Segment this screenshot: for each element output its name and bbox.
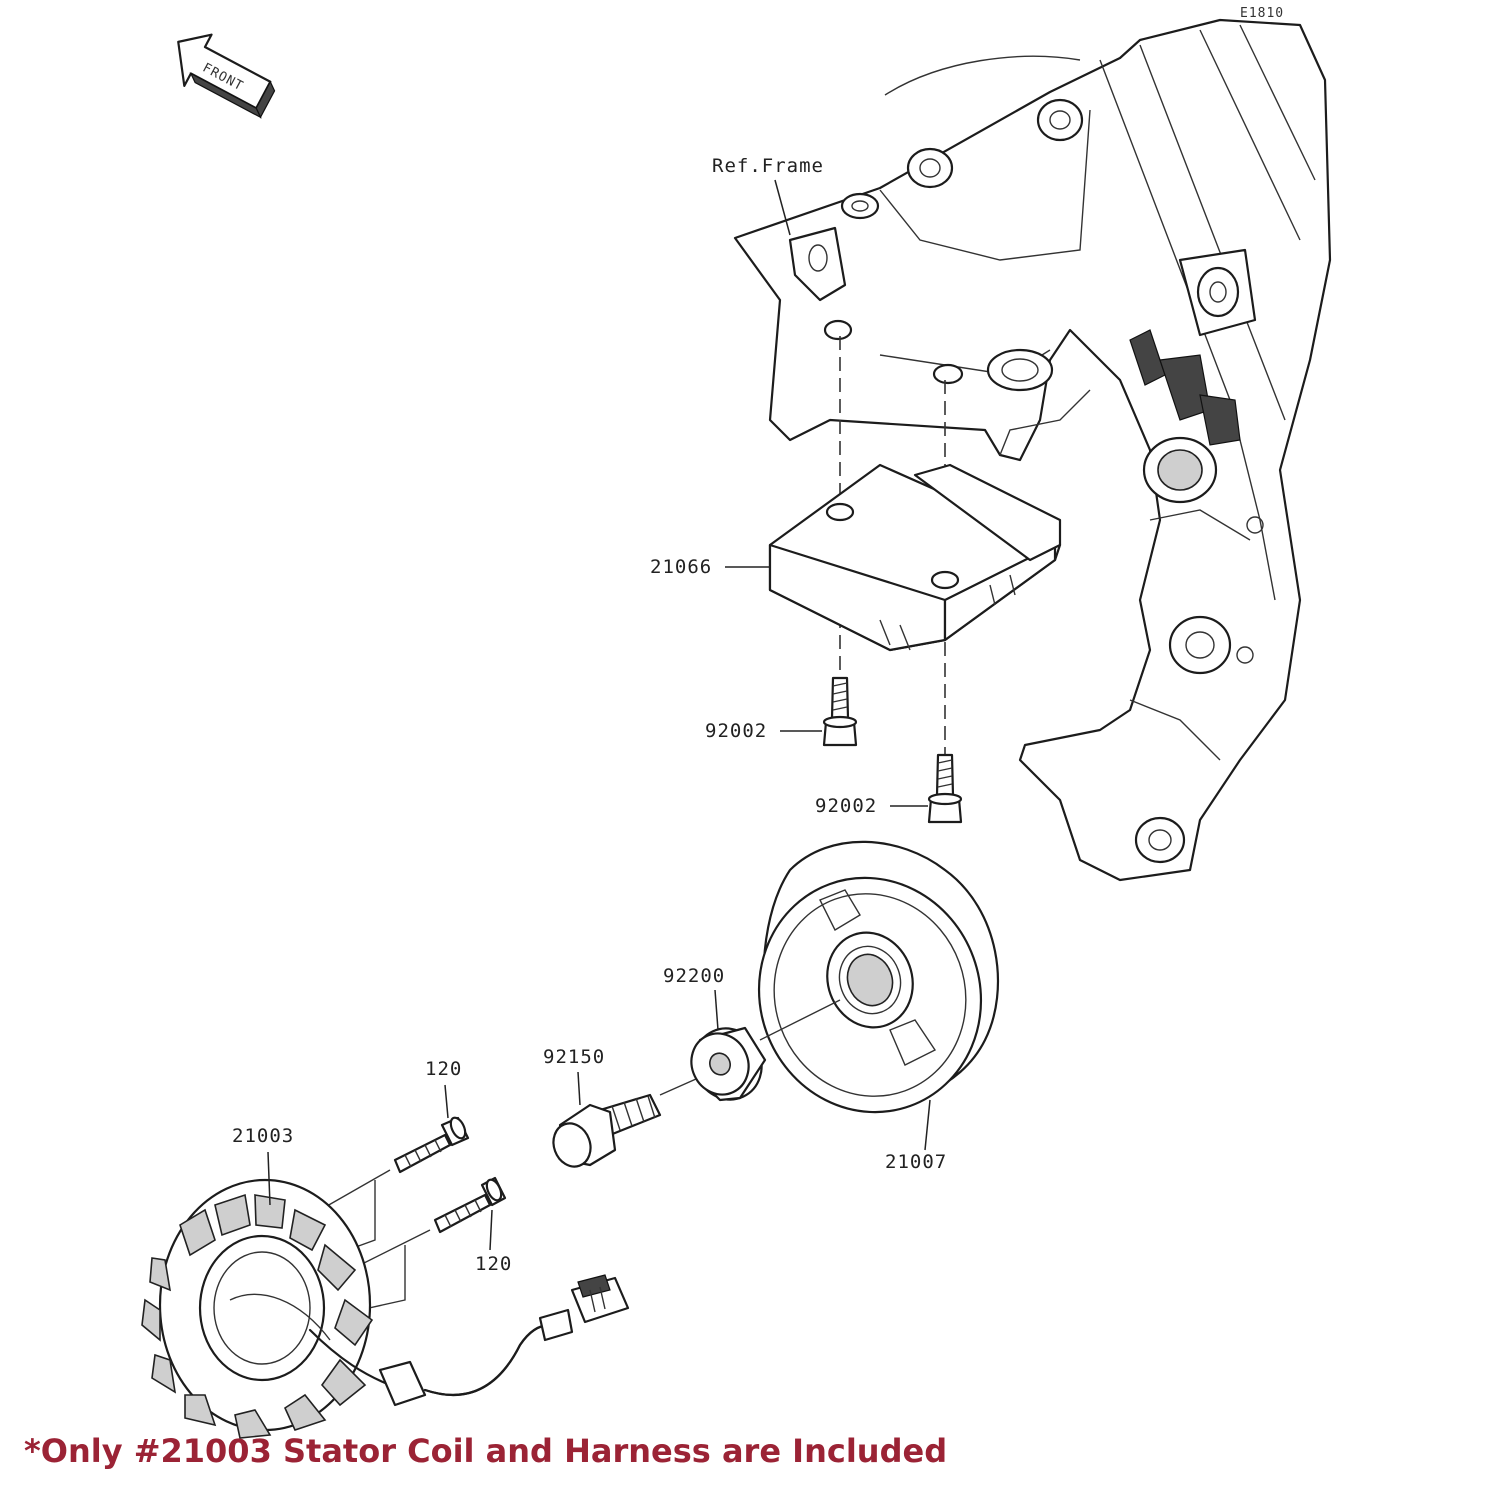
label-92200: 92200 (663, 965, 725, 987)
label-21066: 21066 (650, 556, 712, 578)
washer-part: 92200 (663, 965, 767, 1102)
frame: Ref.Frame (712, 18, 1332, 882)
stator-part: 21003 (141, 1125, 374, 1439)
stator-harness (308, 1274, 630, 1407)
stator-bolt-top: 120 (393, 1058, 470, 1174)
ref-frame-label: Ref.Frame (712, 155, 824, 177)
diagram-code: E1810 (1240, 6, 1284, 21)
inclusion-note: *Only #21003 Stator Coil and Harness are… (24, 1432, 948, 1470)
label-21003: 21003 (232, 1125, 294, 1147)
rotor-part: 21007 (757, 840, 1000, 1173)
label-92002-left: 92002 (705, 720, 767, 742)
regulator-bolt-right: 92002 (815, 753, 963, 824)
regulator-part: 21066 (650, 463, 1062, 652)
front-arrow: FRONT (177, 33, 276, 119)
stator-bolt-bottom: 120 (433, 1176, 512, 1275)
rotor-bolt-part: 92150 (543, 1046, 662, 1168)
label-120-bottom: 120 (475, 1253, 512, 1275)
label-120-top: 120 (425, 1058, 462, 1080)
label-92150: 92150 (543, 1046, 605, 1068)
regulator-bolt-left: 92002 (705, 676, 858, 747)
label-92002-right: 92002 (815, 795, 877, 817)
label-21007: 21007 (885, 1151, 947, 1173)
